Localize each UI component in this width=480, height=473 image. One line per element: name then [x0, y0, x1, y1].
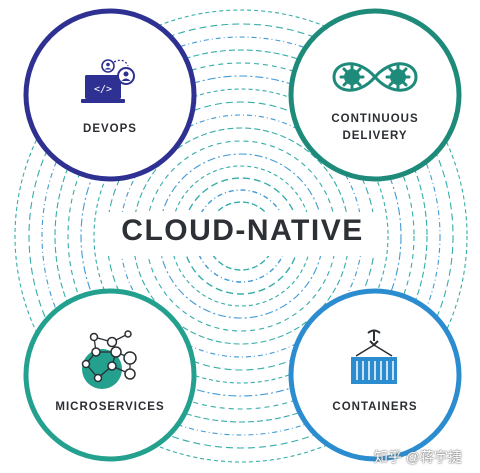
shipping-container-crane-icon — [351, 329, 397, 384]
continuous-delivery-label-line1: CONTINUOUS — [331, 113, 419, 125]
devops-label: DEVOPS — [83, 123, 137, 135]
continuous-delivery-label-line2: DELIVERY — [342, 130, 408, 142]
node-containers — [288, 288, 462, 462]
wave-ring — [28, 23, 454, 449]
wave-ring — [41, 36, 441, 436]
watermark: 知乎 @蒋宇捷 — [373, 449, 462, 465]
wave-ring — [14, 9, 468, 463]
wave-ring — [80, 75, 402, 397]
center-title: CLOUD-NATIVE — [121, 214, 364, 247]
laptop-with-user-icon: </> — [81, 59, 135, 103]
wave-ring — [67, 62, 415, 410]
wave-ring — [93, 88, 389, 384]
title-backdrop — [100, 212, 385, 256]
node-microservices — [23, 288, 197, 462]
wave-ring — [54, 49, 428, 423]
node-continuous-delivery — [288, 8, 462, 182]
containers-label: CONTAINERS — [332, 401, 418, 413]
gears-infinity-loop-icon — [332, 62, 418, 92]
microservices-label: MICROSERVICES — [55, 401, 165, 413]
svg-text:</>: </> — [94, 84, 112, 95]
node-devops: </> — [23, 8, 197, 182]
continuous-delivery-ring — [288, 8, 462, 182]
continuous-delivery-label: CONTINUOUS DELIVERY — [315, 111, 435, 145]
network-nodes-icon — [81, 330, 137, 389]
